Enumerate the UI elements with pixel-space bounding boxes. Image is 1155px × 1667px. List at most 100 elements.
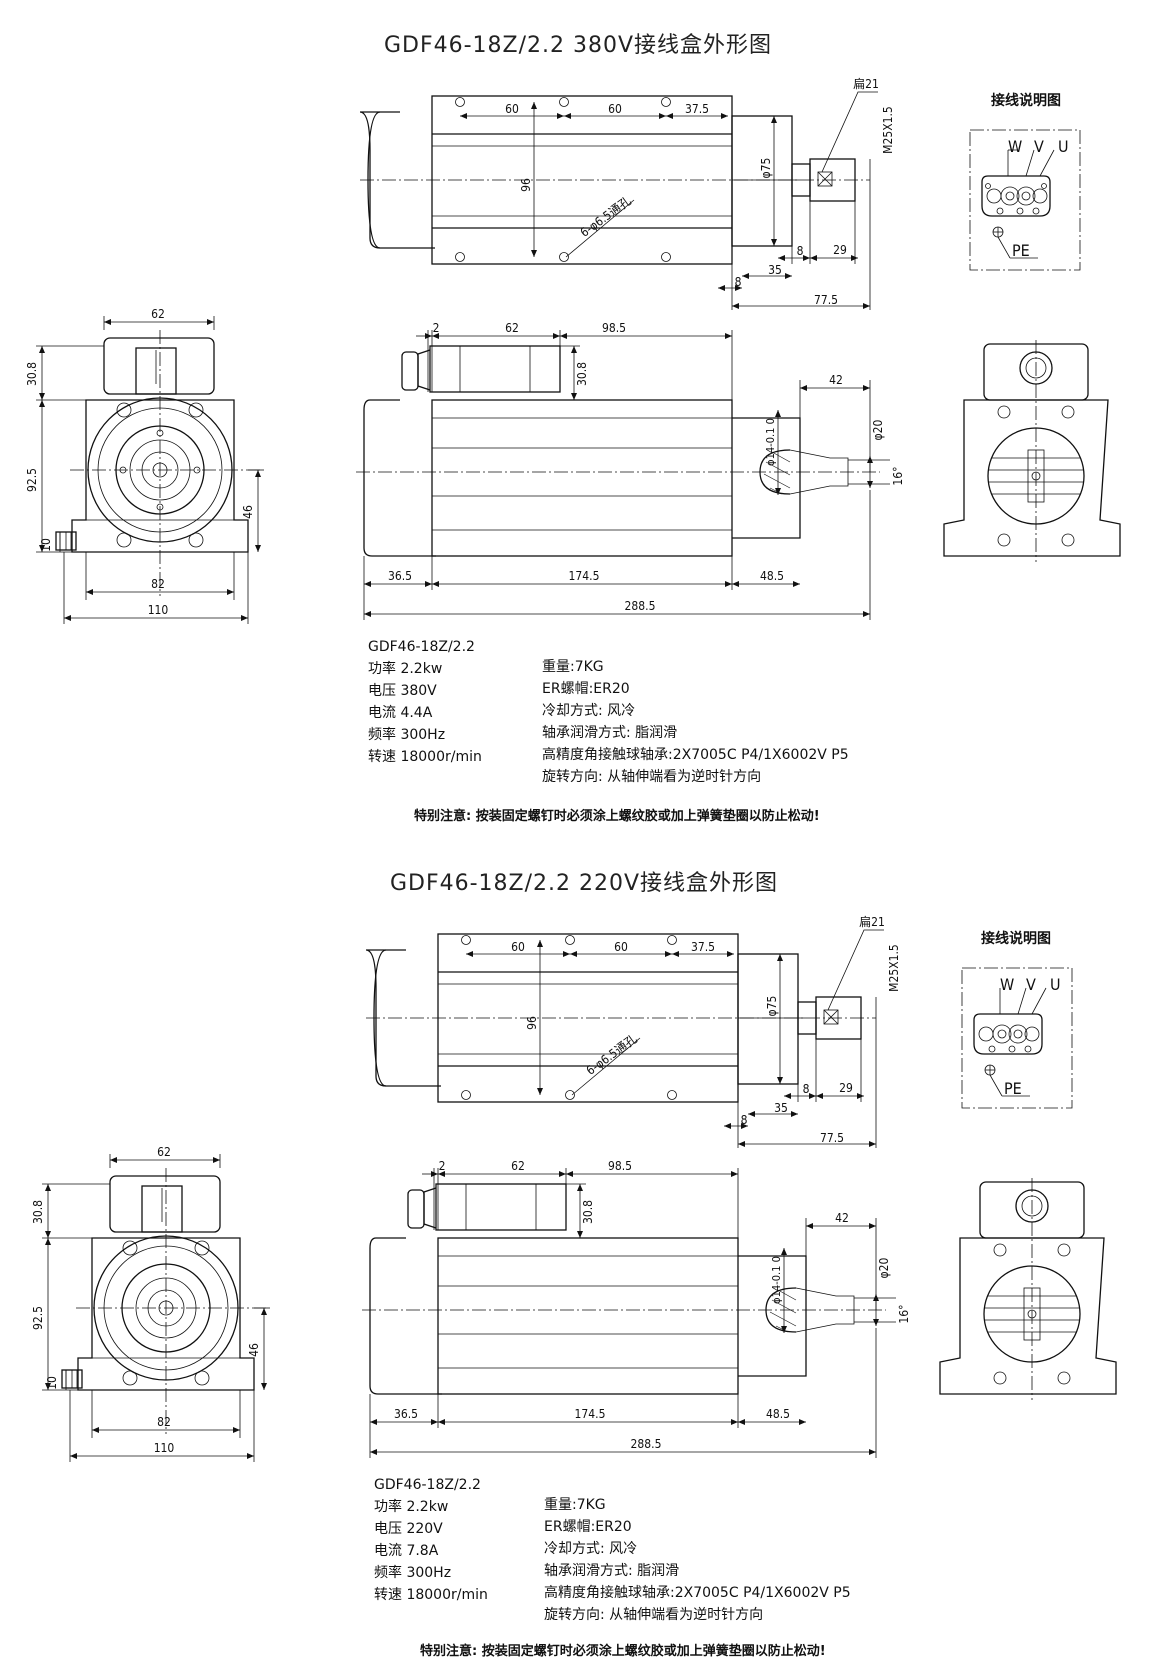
dim-label: 37.5 [685, 102, 709, 116]
dim-label: 30.8 [25, 362, 39, 386]
dim-label: 10 [39, 538, 53, 552]
dim-label: 扁21 [853, 77, 879, 91]
dim-label: 8 [735, 275, 742, 289]
wiring-title: 接线说明图 [991, 92, 1061, 109]
spec-line: 轴承润滑方式: 脂润滑 [544, 1563, 680, 1579]
spec-line: GDF46-18Z/2.2 [368, 639, 475, 655]
terminal-label: W [1008, 137, 1022, 156]
spec-line: 电流 7.8A [374, 1543, 439, 1559]
spec-line: 频率 300Hz [374, 1565, 452, 1581]
sheet-380v: GDF46-18Z/2.2 380V接线盒外形图 60 60 [25, 33, 1121, 624]
spec-line: 冷却方式: 风冷 [542, 703, 636, 719]
spec-line: 高精度角接触球轴承:2X7005C P4/1X6002V P5 [544, 1585, 851, 1601]
dim-label: 60 [505, 102, 519, 116]
drawing-title: GDF46-18Z/2.2 380V接线盒外形图 [384, 33, 772, 58]
dim-label: 30.8 [31, 1200, 45, 1224]
dim-label: 42 [829, 373, 843, 387]
spec-line: ER螺帽:ER20 [544, 1519, 632, 1535]
front-view: 62 30.8 92.5 10 46 82 110 [25, 307, 264, 624]
dim-label: 8 [741, 1113, 748, 1127]
dim-label: 36.5 [388, 569, 412, 583]
spec-line: 功率 2.2kw [368, 661, 443, 677]
dim-label: 60 [614, 940, 628, 954]
dim-label: φ20 [871, 419, 885, 440]
side-view: 2 62 98.5 30.8 42 φ14-0.1 0 φ20 16° 36.5… [356, 321, 905, 620]
terminal-label: U [1058, 137, 1069, 156]
rear-view [939, 1178, 1117, 1400]
dim-label: 288.5 [631, 1437, 662, 1451]
wiring-diagram: 接线说明图 W V U PE [969, 92, 1081, 271]
dim-label: 42 [835, 1211, 849, 1225]
spec-line: 转速 18000r/min [368, 749, 482, 765]
spec-line: 转速 18000r/min [374, 1587, 488, 1603]
specs-right-220v: 重量:7KG ER螺帽:ER20 冷却方式: 风冷 轴承润滑方式: 脂润滑 高精… [544, 1494, 851, 1626]
spec-line: 重量:7KG [542, 659, 604, 675]
specs-left-380v: GDF46-18Z/2.2 功率 2.2kw 电压 380V 电流 4.4A 频… [368, 636, 482, 768]
dim-label: 37.5 [691, 940, 715, 954]
dim-label: 36.5 [394, 1407, 418, 1421]
sheet-220v: GDF46-18Z/2.2 220V接线盒外形图 60 60 37.5 [31, 871, 1117, 1462]
dim-label: 35 [768, 263, 782, 277]
wiring-title: 接线说明图 [981, 930, 1051, 947]
spec-line: 电流 4.4A [368, 705, 433, 721]
spec-line: ER螺帽:ER20 [542, 681, 630, 697]
spec-line: 旋转方向: 从轴伸端看为逆时针方向 [544, 1607, 764, 1623]
dim-label: φ20 [877, 1257, 891, 1278]
dim-label: 96 [525, 1016, 539, 1030]
warning-note-220v: 特别注意: 按装固定螺钉时必须涂上螺纹胶或加上弹簧垫圈以防止松动! [420, 1644, 826, 1659]
spec-line: GDF46-18Z/2.2 [374, 1477, 481, 1493]
dim-label: φ14-0.1 0 [770, 1256, 783, 1304]
dim-label: 8 [797, 244, 804, 258]
dim-label: 288.5 [625, 599, 656, 613]
spec-line: 电压 380V [368, 683, 437, 699]
specs-left-220v: GDF46-18Z/2.2 功率 2.2kw 电压 220V 电流 7.8A 频… [374, 1474, 488, 1606]
terminal-label: PE [1012, 241, 1030, 260]
dim-label: 62 [157, 1145, 171, 1159]
dim-label: 10 [45, 1376, 59, 1390]
spec-line: 功率 2.2kw [374, 1499, 449, 1515]
dim-label: 46 [247, 1343, 261, 1357]
top-view: 60 60 37.5 96 φ75 M25X1.5 扁21 6-φ6.5通孔 8… [365, 915, 901, 1148]
dim-label: 30.8 [581, 1200, 595, 1224]
rear-view [943, 340, 1121, 562]
spec-line: 重量:7KG [544, 1497, 606, 1513]
dim-label: 62 [505, 321, 519, 335]
terminal-label: PE [1004, 1079, 1022, 1098]
dim-label: 62 [511, 1159, 525, 1173]
dim-label: 110 [154, 1441, 175, 1455]
dim-label: 48.5 [766, 1407, 790, 1421]
dim-label: 60 [608, 102, 622, 116]
front-view: 62 30.8 92.5 10 46 82 110 [31, 1145, 270, 1462]
spec-line: 冷却方式: 风冷 [544, 1541, 638, 1557]
dim-label: 35 [774, 1101, 788, 1115]
dim-label: φ14-0.1 0 [764, 418, 777, 466]
terminal-label: V [1026, 975, 1036, 994]
dim-label: 16° [891, 466, 905, 485]
terminal-label: V [1034, 137, 1044, 156]
dim-label: 82 [151, 577, 165, 591]
dim-label: 2 [433, 321, 440, 335]
dim-label: 扁21 [859, 915, 885, 929]
dim-label: 98.5 [602, 321, 626, 335]
spec-line: 电压 220V [374, 1521, 443, 1537]
dim-label: 48.5 [760, 569, 784, 583]
dim-label: 8 [803, 1082, 810, 1096]
dim-label: 29 [839, 1081, 853, 1095]
side-view: 2 62 98.5 30.8 42 φ14-0.1 0 φ20 16° 36.5… [362, 1159, 911, 1458]
dim-label: 62 [151, 307, 165, 321]
dim-label: 82 [157, 1415, 171, 1429]
terminal-label: W [1000, 975, 1014, 994]
dim-label: φ75 [759, 158, 773, 179]
dim-label: 92.5 [25, 468, 39, 492]
dim-label: φ75 [765, 996, 779, 1017]
dim-label: 16° [897, 1304, 911, 1323]
specs-right-380v: 重量:7KG ER螺帽:ER20 冷却方式: 风冷 轴承润滑方式: 脂润滑 高精… [542, 656, 849, 788]
dim-label: 110 [148, 603, 169, 617]
warning-note-380v: 特别注意: 按装固定螺钉时必须涂上螺纹胶或加上弹簧垫圈以防止松动! [414, 809, 820, 824]
dim-label: 6-φ6.5通孔 [578, 194, 634, 240]
spec-line: 旋转方向: 从轴伸端看为逆时针方向 [542, 769, 762, 785]
drawing-title: GDF46-18Z/2.2 220V接线盒外形图 [390, 871, 778, 896]
dim-label: 77.5 [820, 1131, 844, 1145]
dim-label: 30.8 [575, 362, 589, 386]
